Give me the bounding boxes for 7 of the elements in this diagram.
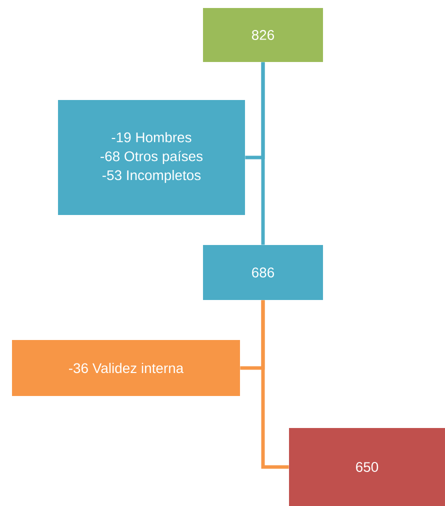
process-box: -19 Hombres -68 Otros países -53 Incompletos bbox=[58, 100, 245, 215]
connector-line bbox=[245, 62, 265, 160]
process-box: 650 bbox=[289, 428, 445, 506]
connector-line bbox=[240, 300, 265, 370]
process-box: -36 Validez interna bbox=[12, 340, 240, 396]
process-box: 826 bbox=[203, 8, 323, 62]
process-box: 686 bbox=[203, 245, 323, 300]
